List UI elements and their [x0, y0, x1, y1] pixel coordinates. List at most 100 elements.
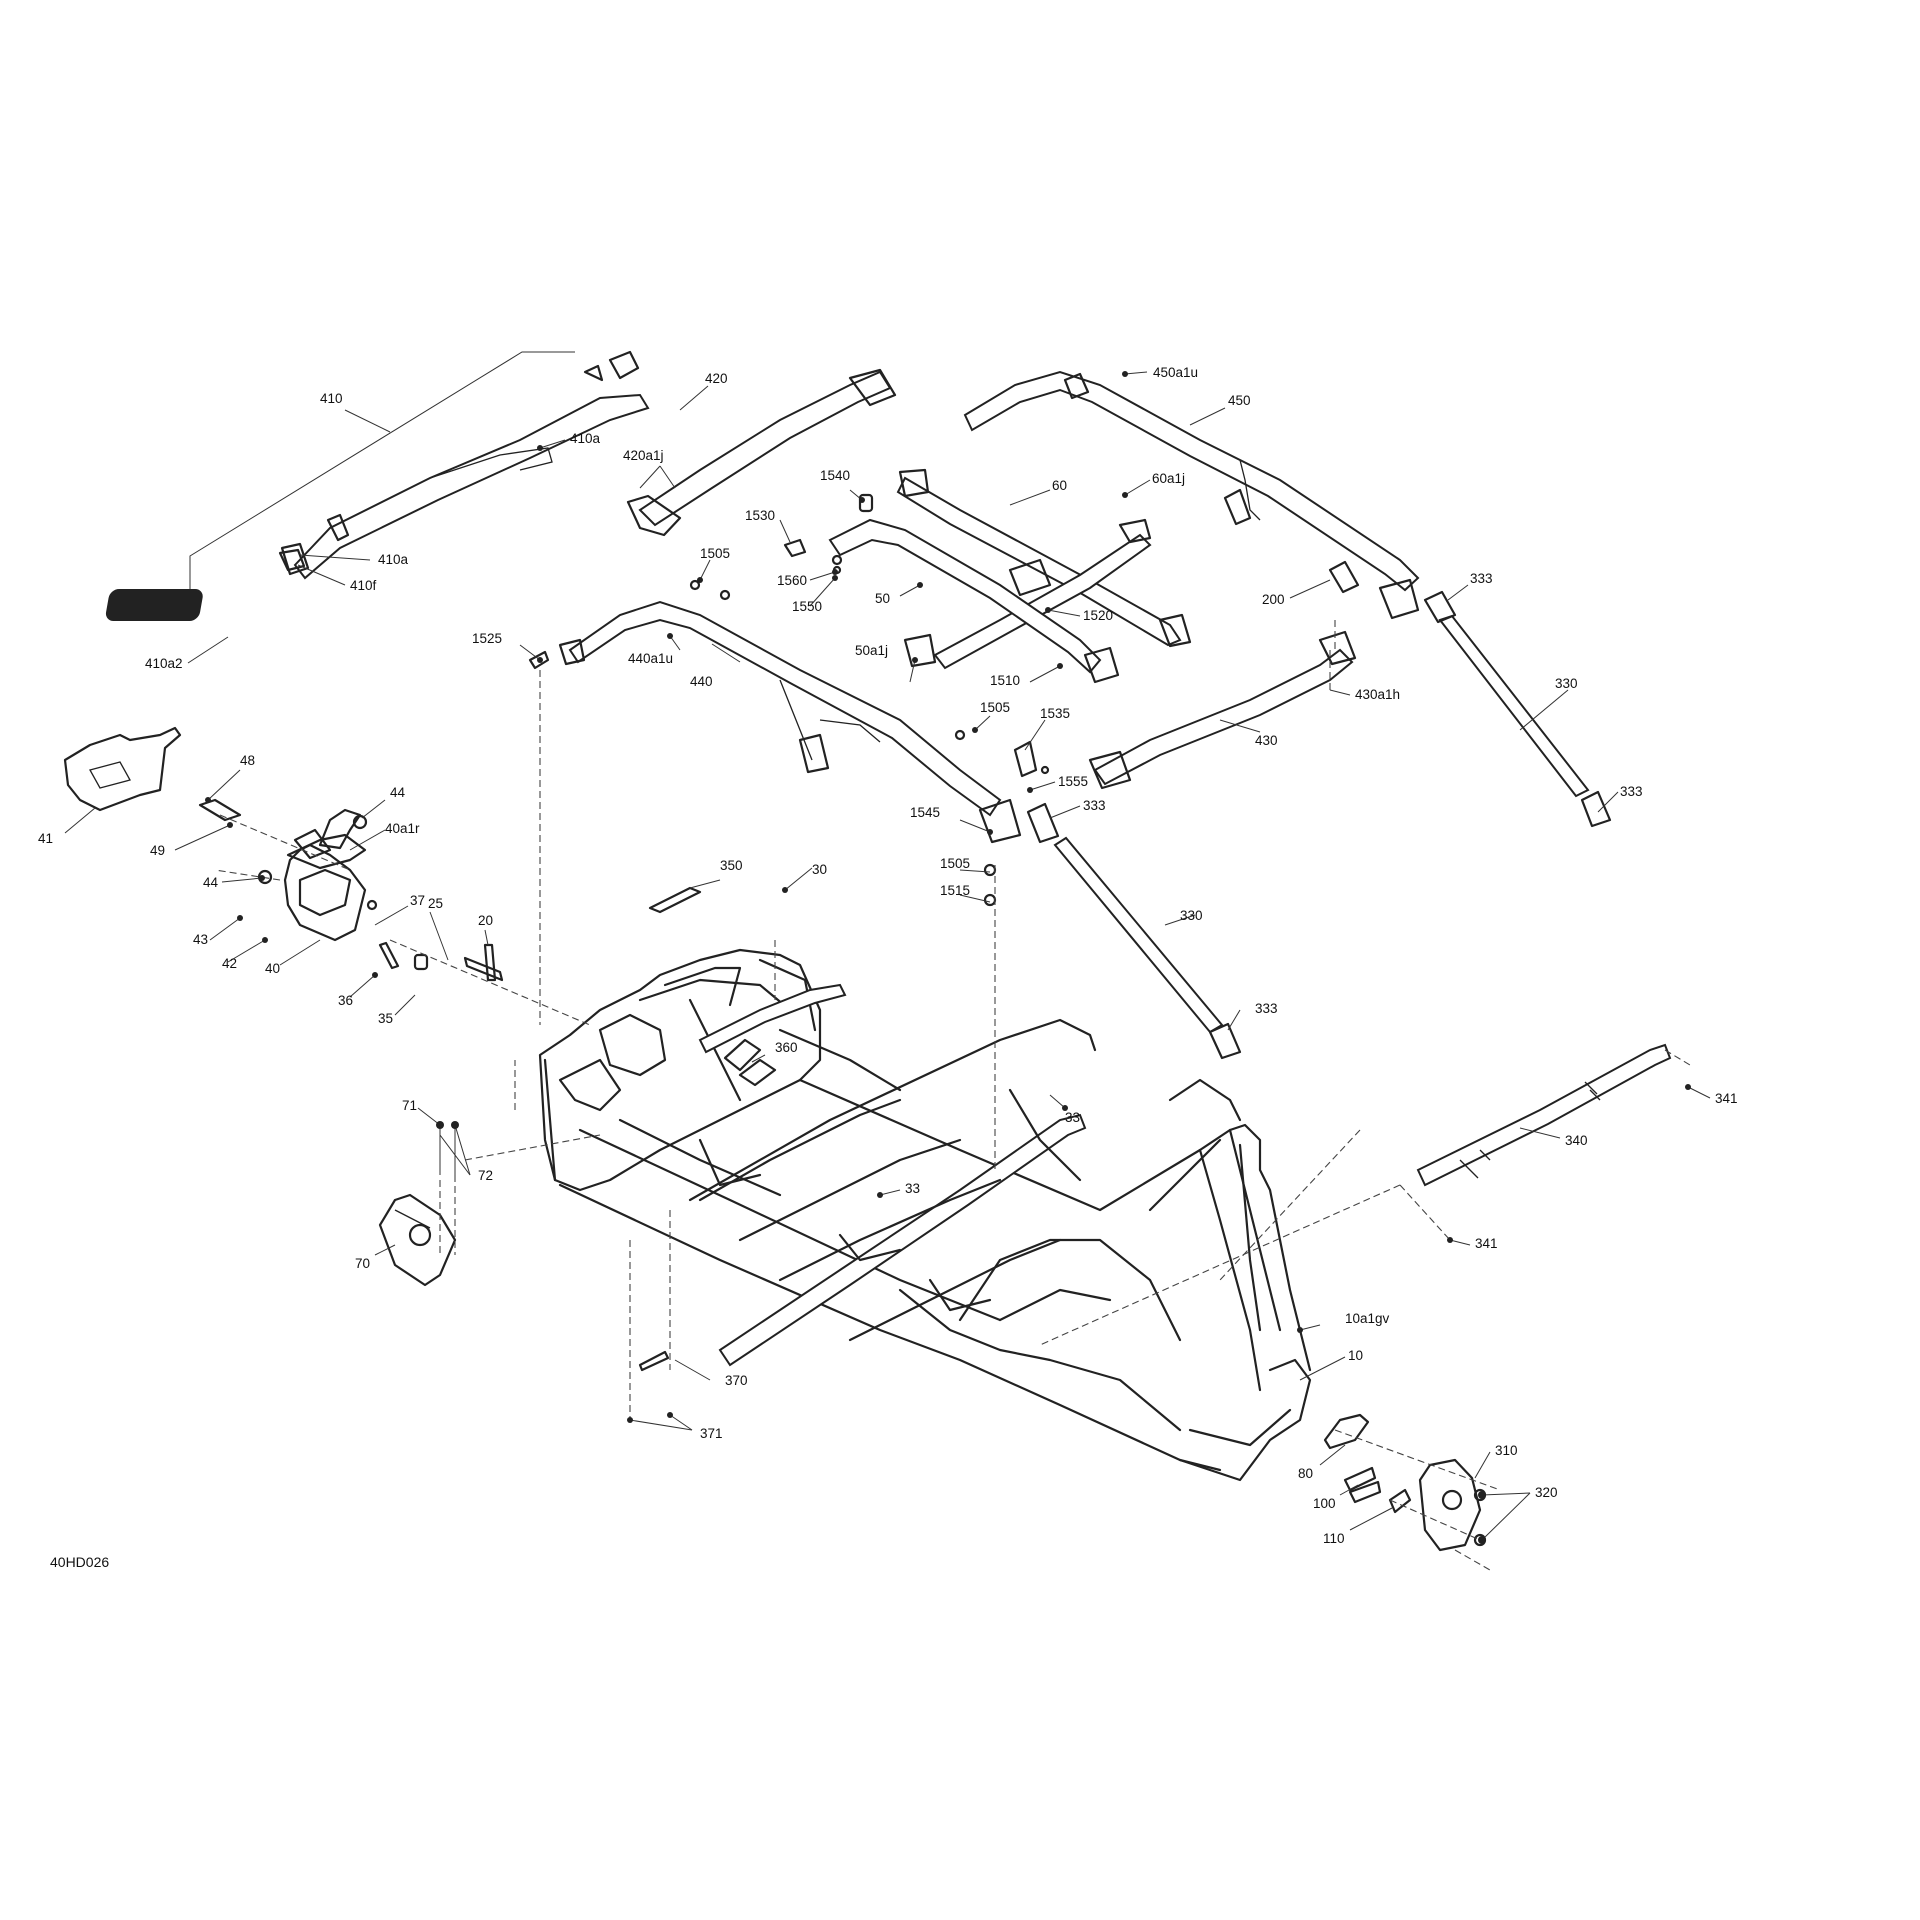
callout-1510: 1510 [990, 673, 1020, 688]
part-50-center-bar [828, 518, 1120, 684]
callout-72: 72 [478, 1168, 493, 1183]
part-410f-cap [278, 548, 306, 572]
callout-41: 41 [38, 831, 53, 846]
callout-1555: 1555 [1058, 774, 1088, 789]
callout-36: 36 [338, 993, 353, 1008]
callout-49: 49 [150, 843, 165, 858]
figure-id: 40HD026 [50, 1554, 109, 1570]
part-80-plate [1323, 1413, 1370, 1450]
callout-1505-mid: 1505 [980, 700, 1010, 715]
callout-33-a: 33 [1065, 1110, 1080, 1125]
part-110-plate [1388, 1488, 1412, 1514]
callout-44-mid: 44 [203, 875, 219, 890]
callout-333-c: 333 [1620, 784, 1643, 799]
hardware-fasteners [528, 493, 1050, 907]
callout-200: 200 [1262, 592, 1285, 607]
callout-370: 370 [725, 1373, 748, 1388]
callout-33-b: 33 [905, 1181, 920, 1196]
callout-320: 320 [1535, 1485, 1558, 1500]
part-330-shaft-center [1026, 802, 1242, 1060]
callout-60a1j: 60a1j [1152, 471, 1185, 486]
can-am-logo: can-am [225, 598, 281, 615]
callout-1515: 1515 [940, 883, 970, 898]
leader-lines [64, 371, 1711, 1541]
callout-1505-top: 1505 [700, 546, 730, 561]
part-48-u-bolt [198, 798, 242, 822]
callout-10: 10 [1348, 1348, 1363, 1363]
part-10-main-frame [538, 948, 1312, 1482]
callout-330-a: 330 [1555, 676, 1578, 691]
callout-410a2: 410a2 [145, 656, 183, 671]
callout-100: 100 [1313, 1496, 1336, 1511]
callout-labels: 410 410a 410a 410f 410a2 420 420a1j 450a… [38, 365, 1738, 1546]
part-370-bracket [638, 1350, 670, 1372]
callout-10a1gv: 10a1gv [1345, 1311, 1390, 1326]
callout-350: 350 [720, 858, 743, 873]
part-36-bolt [378, 941, 400, 970]
part-330-shaft-right [1423, 590, 1612, 828]
callout-341-a: 341 [1715, 1091, 1738, 1106]
callout-60: 60 [1052, 478, 1067, 493]
callout-1525: 1525 [472, 631, 502, 646]
callout-40: 40 [265, 961, 280, 976]
callout-310: 310 [1495, 1443, 1518, 1458]
callout-440: 440 [690, 674, 713, 689]
callout-1560: 1560 [777, 573, 807, 588]
part-340-rear-tube [1416, 1043, 1672, 1187]
callout-110: 110 [1323, 1531, 1345, 1546]
callout-333-a: 333 [1470, 571, 1493, 586]
callout-35: 35 [378, 1011, 393, 1026]
callout-1540: 1540 [820, 468, 850, 483]
callout-360: 360 [775, 1040, 798, 1055]
part-410-bracket [189, 351, 575, 590]
callout-410: 410 [320, 391, 343, 406]
callout-1535: 1535 [1040, 706, 1070, 721]
part-40-bracket [257, 808, 378, 942]
callout-1550: 1550 [792, 599, 822, 614]
callout-333-b: 333 [1083, 798, 1106, 813]
callout-330-b: 330 [1180, 908, 1203, 923]
callout-420a1j: 420a1j [623, 448, 664, 463]
callout-450: 450 [1228, 393, 1251, 408]
part-440-front-hoop [558, 600, 1022, 844]
part-70-bracket [378, 1193, 457, 1287]
callout-20: 20 [478, 913, 493, 928]
callout-410a-top: 410a [570, 431, 601, 446]
part-410a2-can-am-decal: can-am [105, 589, 281, 621]
callout-50a1j: 50a1j [855, 643, 888, 658]
part-310-bracket [1418, 1458, 1487, 1552]
callout-371: 371 [700, 1426, 723, 1441]
callout-430a1h: 430a1h [1355, 687, 1400, 702]
callout-1520: 1520 [1083, 608, 1113, 623]
callout-1530: 1530 [745, 508, 775, 523]
callout-25: 25 [428, 896, 443, 911]
callout-450a1u: 450a1u [1153, 365, 1198, 380]
callout-71: 71 [402, 1098, 417, 1113]
part-350-strap [648, 886, 702, 914]
part-360 [723, 1038, 777, 1087]
part-100-plate [1343, 1466, 1382, 1504]
part-200-pad [1328, 560, 1360, 594]
part-450-rear-hoop [963, 370, 1420, 620]
callout-420: 420 [705, 371, 728, 386]
callout-50: 50 [875, 591, 890, 606]
callout-30: 30 [812, 862, 827, 877]
part-420-front-roof-bar [626, 368, 897, 537]
callout-410f: 410f [350, 578, 377, 593]
callout-40a1r: 40a1r [385, 821, 420, 836]
callout-430: 430 [1255, 733, 1278, 748]
leader-dots [205, 371, 1691, 1544]
part-41-skid-plate [63, 726, 182, 812]
callout-48: 48 [240, 753, 255, 768]
callout-43: 43 [193, 932, 208, 947]
callout-44-top: 44 [390, 785, 406, 800]
callout-440a1u: 440a1u [628, 651, 673, 666]
assembly-guide-lines [214, 620, 1691, 1571]
callout-37: 37 [410, 893, 425, 908]
part-20-pin [463, 943, 504, 982]
callout-340: 340 [1565, 1133, 1588, 1148]
callout-333-d: 333 [1255, 1001, 1278, 1016]
part-410-roof-support [280, 350, 650, 580]
callout-1545: 1545 [910, 805, 940, 820]
